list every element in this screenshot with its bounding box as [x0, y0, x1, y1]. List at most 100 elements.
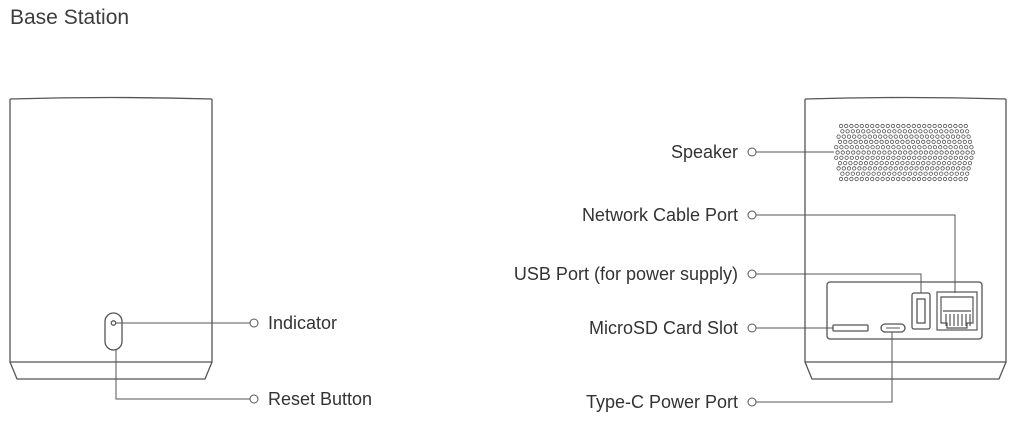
- speaker-hole: [854, 176, 859, 182]
- speaker-hole: [866, 171, 871, 176]
- speaker-hole: [888, 134, 893, 139]
- speaker-hole: [900, 161, 905, 166]
- speaker-hole: [941, 161, 947, 166]
- speaker-hole: [916, 176, 922, 182]
- speaker-hole: [963, 176, 968, 182]
- speaker-hole: [952, 139, 957, 144]
- speaker-hole: [889, 161, 895, 166]
- speaker-hole: [907, 171, 913, 176]
- speaker-hole: [850, 171, 855, 176]
- speaker-hole: [960, 150, 965, 155]
- speaker-hole: [949, 171, 954, 176]
- speaker-hole: [845, 129, 850, 134]
- speaker-hole: [903, 150, 908, 155]
- speaker-hole: [927, 145, 932, 150]
- speaker-hole: [890, 123, 896, 129]
- speaker-hole: [932, 123, 937, 129]
- speaker-hole: [861, 129, 866, 134]
- speaker-hole: [917, 145, 922, 150]
- speaker-hole: [838, 123, 844, 129]
- speaker-hole: [926, 139, 931, 144]
- speaker-hole: [956, 166, 961, 171]
- speaker-hole: [859, 176, 864, 182]
- speaker-hole: [927, 123, 932, 129]
- speaker-hole: [857, 166, 862, 171]
- speaker-hole: [872, 166, 878, 171]
- speaker-hole: [929, 150, 934, 155]
- speaker-hole: [954, 171, 959, 176]
- speaker-hole: [909, 166, 914, 171]
- speaker-hole: [892, 150, 897, 155]
- speaker-hole: [883, 166, 888, 171]
- speaker-hole: [964, 145, 969, 150]
- speaker-hole: [912, 155, 917, 160]
- speaker-hole: [880, 145, 886, 150]
- speaker-hole: [922, 176, 927, 182]
- speaker-hole: [874, 139, 879, 144]
- speaker-hole: [886, 155, 891, 160]
- speaker-hole: [843, 139, 848, 144]
- speaker-hole: [935, 166, 940, 171]
- speaker-hole: [892, 129, 897, 134]
- speaker-hole: [911, 123, 916, 129]
- speaker-hole: [846, 166, 852, 171]
- speaker-hole: [907, 129, 913, 134]
- speaker-hole: [911, 176, 916, 182]
- speaker-hole: [891, 145, 896, 150]
- speaker-hole: [850, 129, 855, 134]
- speaker-hole: [957, 161, 962, 166]
- speaker-hole: [906, 176, 911, 182]
- speaker-hole: [930, 166, 935, 171]
- speaker-hole: [967, 161, 973, 166]
- speaker-hole: [902, 171, 907, 176]
- speaker-hole: [906, 155, 912, 160]
- speaker-hole: [959, 129, 965, 134]
- speaker-hole: [904, 166, 909, 171]
- speaker-hole: [895, 161, 900, 166]
- speaker-hole: [918, 129, 923, 134]
- speaker-hole: [902, 129, 907, 134]
- speaker-hole: [955, 150, 960, 155]
- speaker-hole: [945, 166, 950, 171]
- speaker-hole: [961, 134, 966, 139]
- speaker-hole: [927, 176, 932, 182]
- speaker-hole: [948, 176, 953, 182]
- speaker-hole: [954, 129, 959, 134]
- speaker-hole: [901, 176, 906, 182]
- speaker-hole: [866, 129, 871, 134]
- speaker-hole: [834, 155, 839, 160]
- speaker-hole: [910, 139, 915, 144]
- speaker-hole: [939, 171, 944, 176]
- speaker-hole: [852, 134, 857, 139]
- usb-port-label: USB Port (for power supply): [514, 264, 738, 284]
- speaker-hole: [939, 150, 944, 155]
- speaker-hole: [853, 139, 858, 144]
- speaker-hole: [930, 134, 935, 139]
- speaker-hole: [896, 155, 901, 160]
- speaker-hole: [934, 150, 939, 155]
- speaker-hole: [887, 171, 892, 176]
- speaker-hole: [958, 155, 964, 160]
- speaker-hole: [932, 155, 938, 160]
- speaker-hole: [938, 145, 943, 150]
- speaker-hole: [970, 150, 975, 155]
- speaker-hole: [840, 129, 845, 134]
- speaker-hole: [854, 155, 860, 160]
- speaker-hole: [881, 129, 887, 134]
- speaker-hole: [870, 155, 875, 160]
- speaker-hole: [860, 145, 865, 150]
- speaker-hole: [865, 155, 870, 160]
- speaker-hole: [875, 155, 880, 160]
- speaker-hole: [874, 161, 879, 166]
- speaker-hole: [854, 123, 859, 129]
- network-cable-callout: [747, 210, 956, 293]
- speaker-hole: [863, 139, 869, 144]
- speaker-hole: [864, 176, 870, 182]
- speaker-hole: [885, 123, 890, 129]
- speaker-hole: [875, 145, 880, 150]
- speaker-hole: [906, 123, 911, 129]
- speaker-hole: [876, 171, 881, 176]
- speaker-hole: [900, 139, 905, 144]
- speaker-hole: [887, 150, 892, 155]
- speaker-hole: [961, 166, 966, 171]
